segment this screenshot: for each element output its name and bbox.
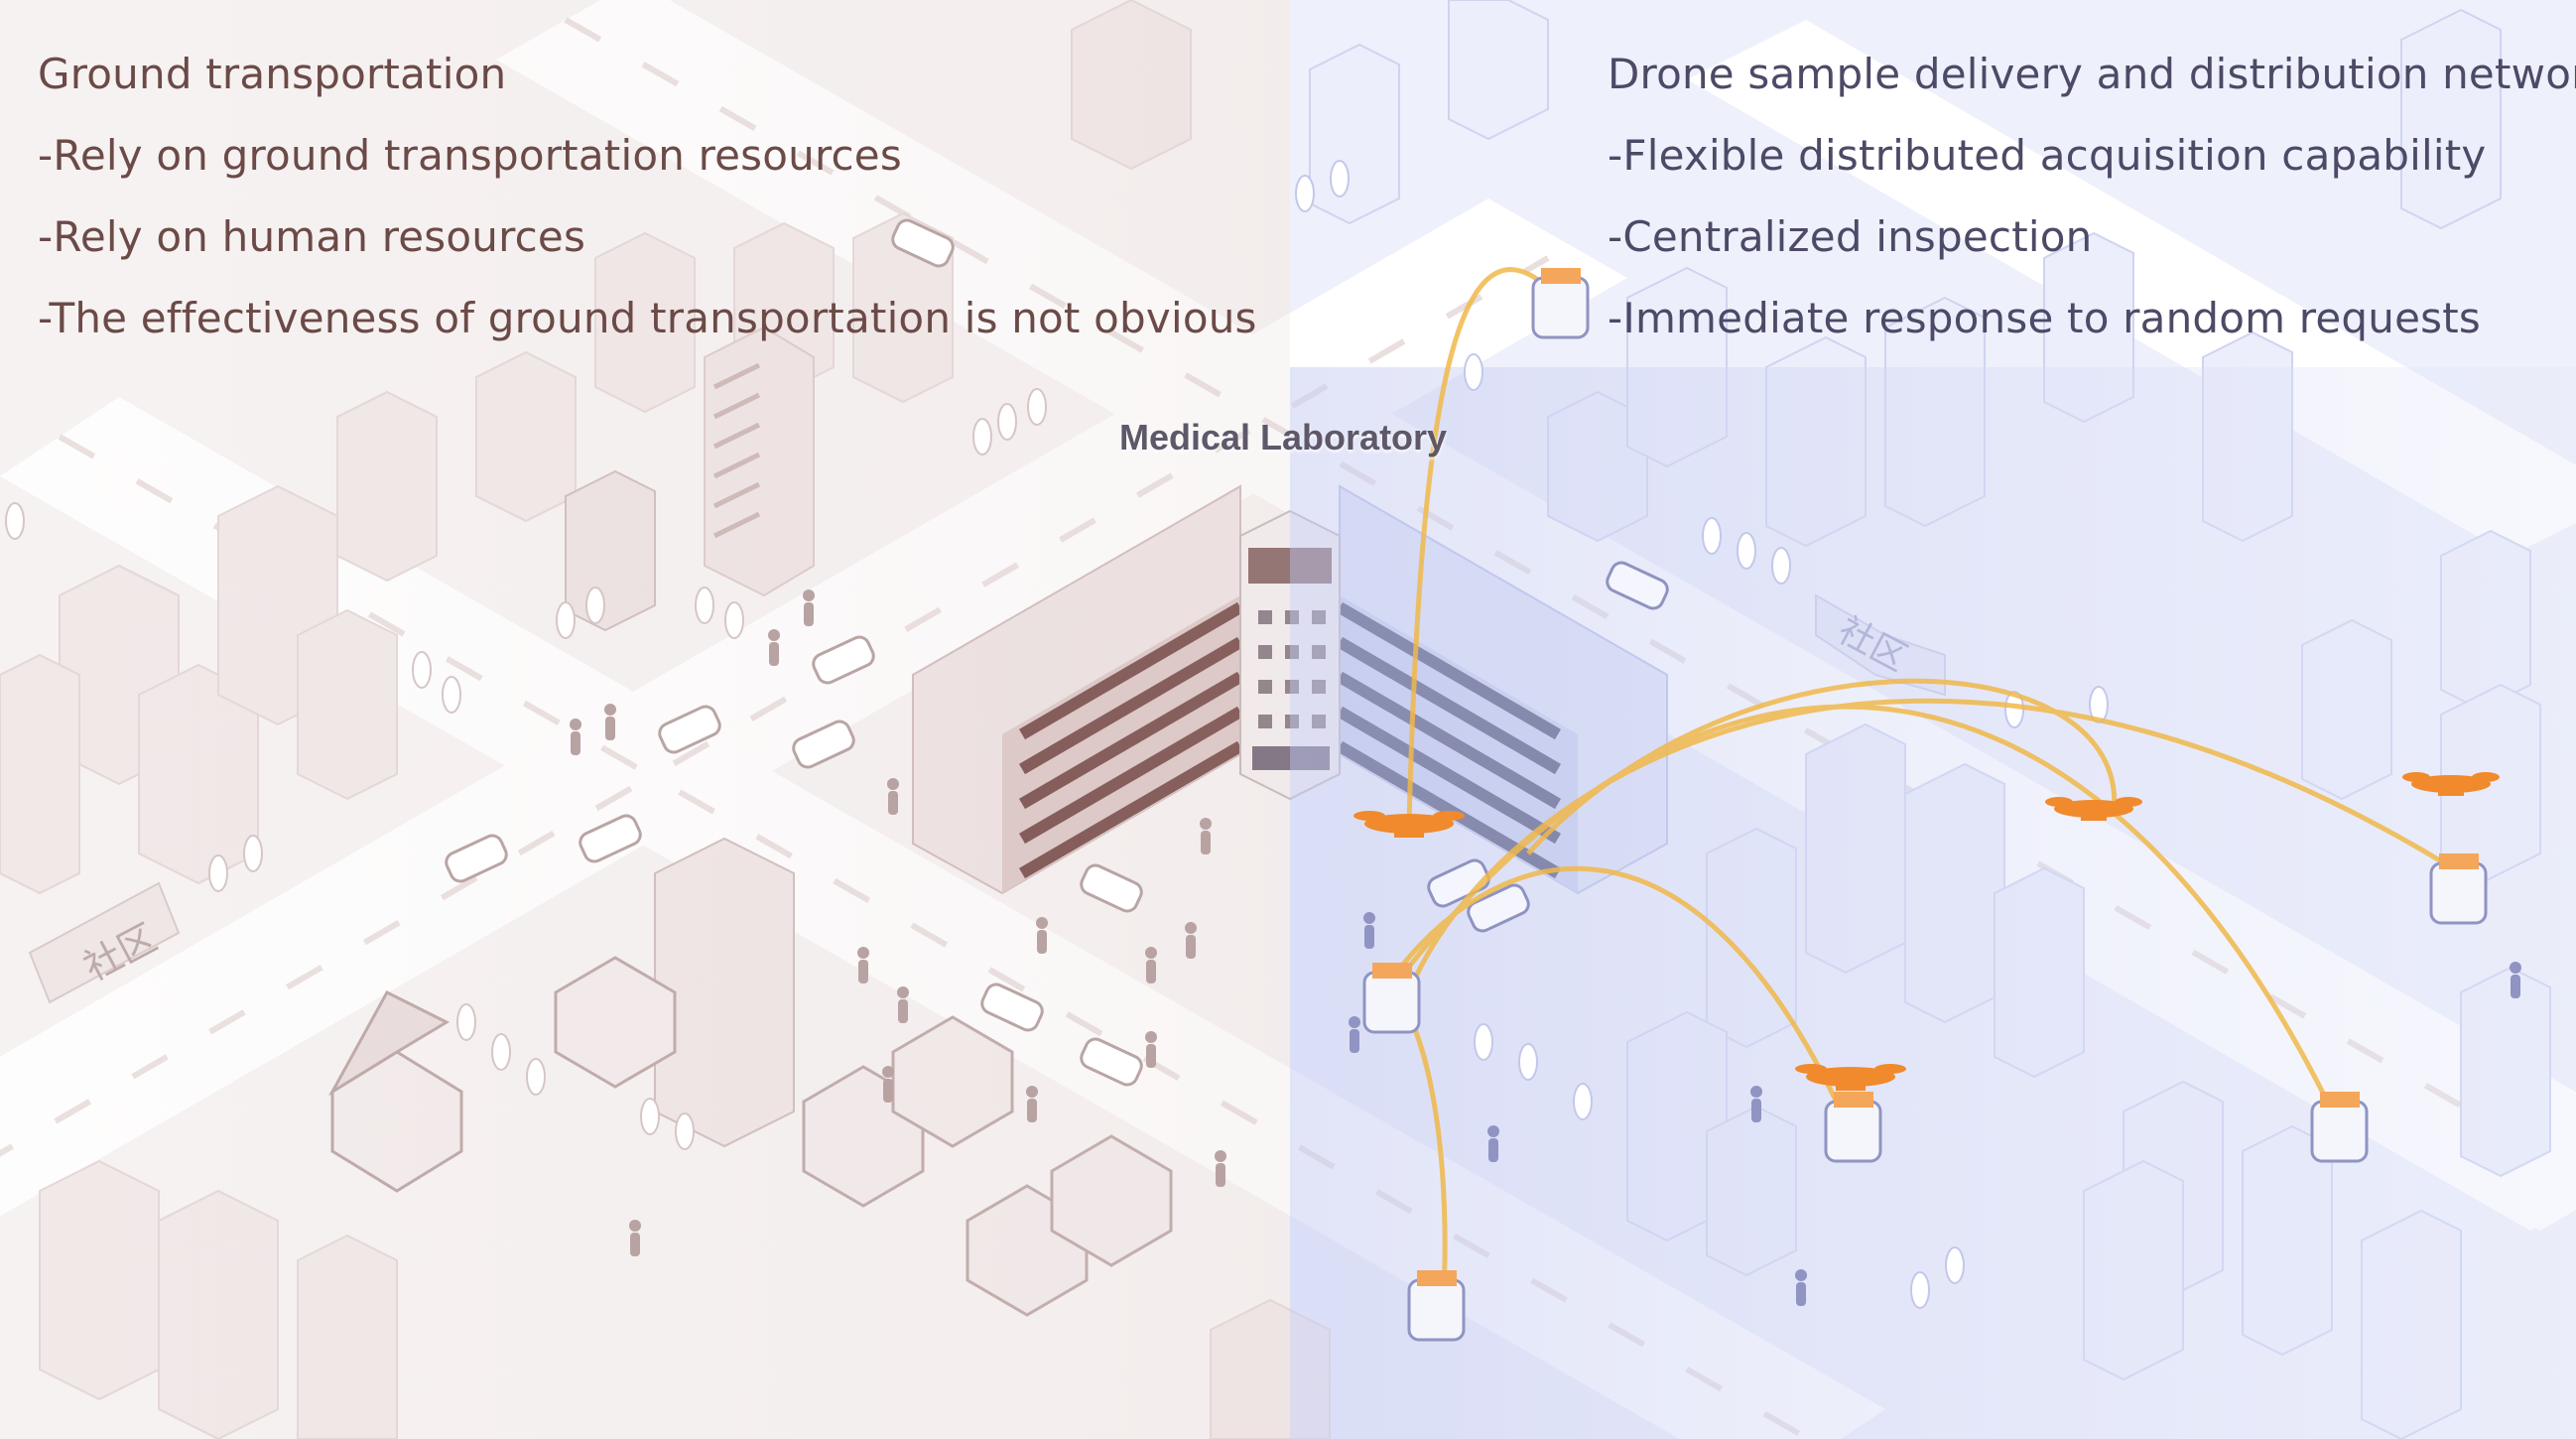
car-icon — [1427, 858, 1490, 908]
tree-icon — [675, 1112, 695, 1150]
car-icon — [891, 218, 955, 268]
car-icon — [658, 705, 721, 754]
pedestrian-icon — [1487, 1125, 1499, 1162]
drop-station-icon — [1407, 1270, 1466, 1342]
car-icon — [445, 834, 508, 883]
tree-icon — [526, 1058, 546, 1096]
pedestrians — [570, 589, 1226, 1256]
tree-icon — [208, 854, 228, 892]
pedestrian-icon — [1349, 1016, 1360, 1053]
tree-icon — [1330, 160, 1350, 197]
pedestrian-icon — [629, 1220, 641, 1256]
tree-icon — [1737, 532, 1756, 570]
pedestrian-icon — [1185, 922, 1197, 959]
tree-icon — [724, 601, 744, 639]
tree-icon — [1027, 388, 1047, 426]
tree-icon — [556, 601, 576, 639]
pedestrian-icon — [887, 778, 899, 815]
car-icon — [812, 635, 875, 685]
blue-cars — [1427, 561, 1669, 933]
tree-icon — [1464, 353, 1483, 391]
left-tint — [0, 0, 1290, 1439]
tree-icon — [1518, 1043, 1538, 1081]
pedestrian-icon — [803, 589, 815, 626]
tree-icon — [1771, 547, 1791, 585]
drop-stations — [1362, 268, 2488, 1342]
drop-station-icon — [1531, 268, 1590, 339]
drone-point: -Immediate response to random requests — [1608, 294, 2481, 342]
drop-station-icon — [2310, 1092, 2369, 1163]
drone-point: -Flexible distributed acquisition capabi… — [1608, 131, 2487, 180]
pedestrian-icon — [1795, 1269, 1807, 1306]
tree-icon — [997, 403, 1017, 441]
ground-transportation-heading: Ground transportation — [38, 50, 507, 98]
drone-icon — [1353, 811, 1465, 838]
drone-icon — [1795, 1064, 1906, 1091]
tree-icon — [442, 676, 461, 714]
car-icon — [1467, 883, 1530, 933]
drone-network-heading: Drone sample delivery and distribution n… — [1608, 50, 2576, 98]
pedestrian-icon — [1215, 1150, 1226, 1187]
cars — [445, 218, 1143, 1087]
car-icon — [980, 982, 1044, 1032]
pedestrian-icon — [857, 947, 869, 983]
pedestrian-icon — [882, 1066, 894, 1103]
tree-icon — [695, 587, 714, 624]
pedestrian-icon — [897, 986, 909, 1023]
tree-icon — [1945, 1246, 1965, 1284]
pedestrian-icon — [1145, 947, 1157, 983]
drop-station-icon — [2429, 853, 2488, 925]
drone-network-list: Drone sample delivery and distribution n… — [1608, 34, 2576, 359]
ground-transportation-list: Ground transportation -Rely on ground tr… — [38, 34, 1257, 359]
tree-icon — [1910, 1271, 1930, 1309]
tree-icon — [412, 651, 432, 689]
pedestrian-icon — [1200, 818, 1212, 854]
pedestrian-icon — [604, 704, 616, 740]
pedestrian-icon — [570, 719, 581, 755]
pedestrian-icon — [2510, 962, 2521, 998]
pedestrian-icon — [1036, 917, 1048, 954]
tree-icon — [5, 502, 25, 540]
drop-station-icon — [1362, 963, 1421, 1034]
car-icon — [1080, 863, 1143, 913]
pedestrian-icon — [768, 629, 780, 666]
trees — [5, 388, 1047, 1150]
tree-icon — [243, 835, 263, 872]
drone-point: -Centralized inspection — [1608, 212, 2093, 261]
ground-point: -Rely on human resources — [38, 212, 586, 261]
pedestrian-icon — [1750, 1086, 1762, 1122]
drones — [1353, 772, 2500, 1091]
tree-icon — [1474, 1023, 1493, 1061]
tree-icon — [491, 1033, 511, 1071]
car-icon — [579, 814, 642, 863]
tree-icon — [456, 1003, 476, 1041]
drone-icon — [2045, 797, 2142, 821]
pedestrian-icon — [1145, 1031, 1157, 1068]
ground-point: -Rely on ground transportation resources — [38, 131, 902, 180]
drone-icon — [2402, 772, 2500, 796]
car-icon — [1606, 561, 1669, 610]
tree-icon — [972, 418, 992, 456]
ground-point: -The effectiveness of ground transportat… — [38, 294, 1257, 342]
tree-icon — [1702, 517, 1722, 555]
car-icon — [1080, 1037, 1143, 1087]
tree-icon — [1295, 175, 1315, 212]
car-icon — [792, 720, 855, 769]
drop-station-icon — [1824, 1092, 1882, 1163]
tree-icon — [585, 587, 605, 624]
medical-laboratory-label: Medical Laboratory — [1119, 417, 1448, 458]
blue-pedestrians — [1349, 912, 2521, 1306]
tree-icon — [1573, 1083, 1593, 1120]
tree-icon — [640, 1098, 660, 1135]
pedestrian-icon — [1363, 912, 1375, 949]
pedestrian-icon — [1026, 1086, 1038, 1122]
tree-icon — [2004, 691, 2024, 728]
